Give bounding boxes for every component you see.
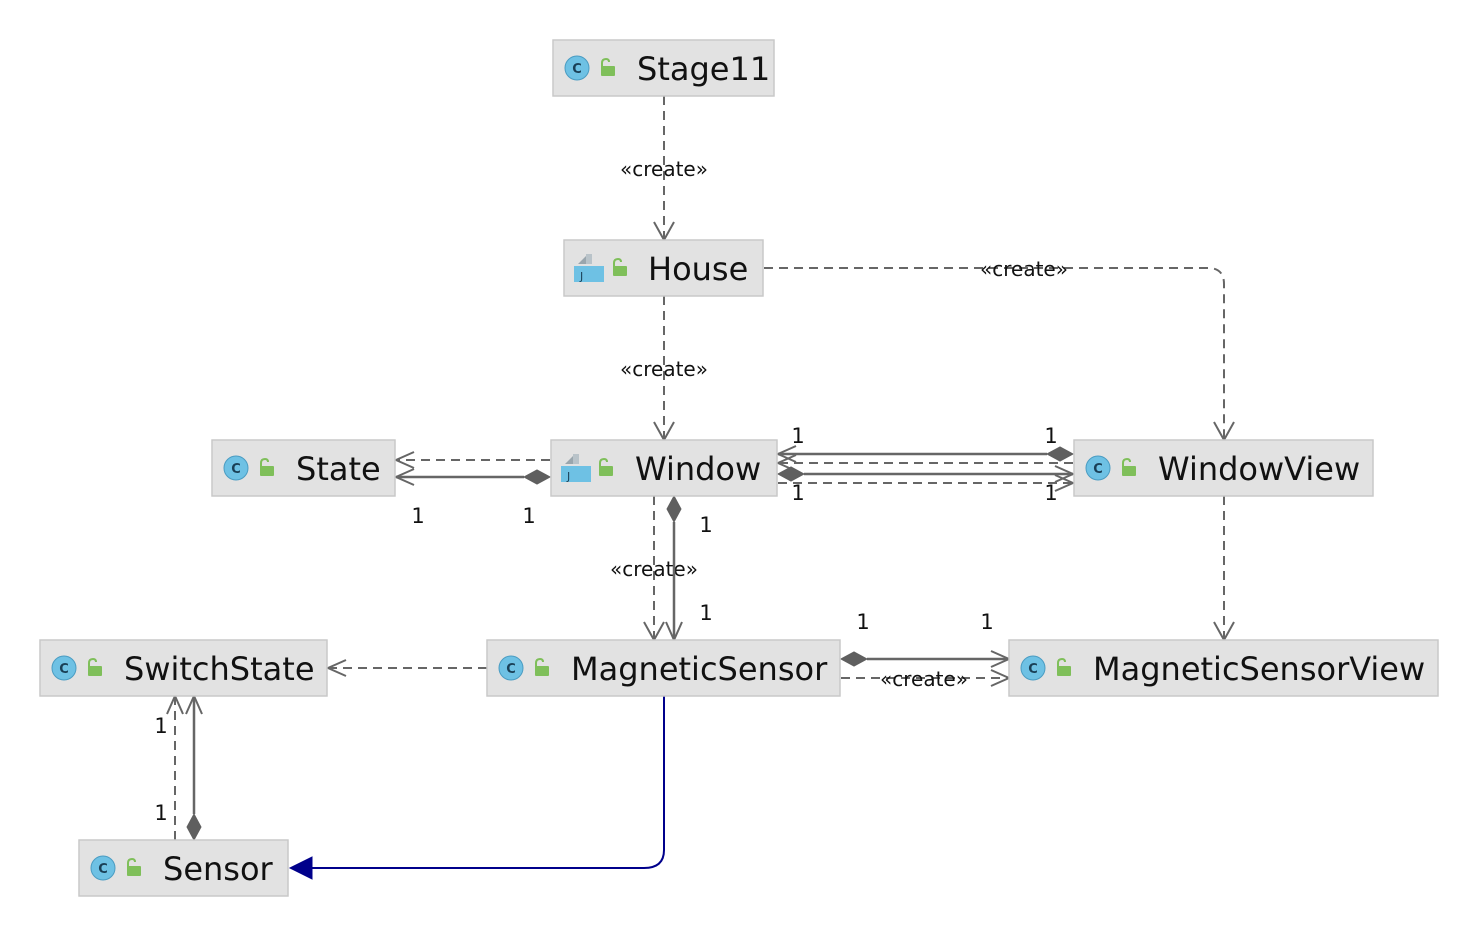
svg-text:C: C [59,662,69,677]
edge-magneticsensor-switchstate [325,659,487,677]
edge-label-house-window: «create» [620,357,708,381]
edge-windowview-magneticsensorview [1213,496,1235,643]
composition-diamond [1045,446,1075,462]
edge-magneticsensor-magneticsensorview-composition [839,650,1012,668]
edge-label-ms-msv: «create» [880,667,968,691]
class-icon: C [223,455,249,481]
node-label: State [296,450,381,488]
mult-sensor-side: 1 [154,801,167,825]
mult-window-ms-top: 1 [699,513,712,537]
edge-window-windowview-dependency [778,474,1076,492]
node-magneticsensorview[interactable]: C MagneticSensorView [1008,639,1439,697]
edge-windowview-window-dependency [775,454,1073,472]
edge-sensor-switchstate-composition [185,693,203,842]
lock-icon [613,257,627,276]
edge-house-windowview [764,267,1235,443]
edge-magneticsensor-sensor-generalization [288,696,665,880]
node-label: SwitchState [124,650,315,688]
lock-icon [127,857,141,876]
composition-diamond [186,812,202,842]
lock-icon [599,457,613,476]
java-file-icon: J [574,254,604,283]
svg-text:C: C [98,862,108,877]
class-icon: C [51,655,77,681]
edge-window-windowview-composition [776,465,1076,483]
composition-diamond [522,469,552,485]
svg-text:C: C [506,662,516,677]
lock-icon [601,57,615,76]
class-icon: C [1085,455,1111,481]
svg-text:J: J [579,270,583,283]
mult-window-top-right: 1 [1044,424,1057,448]
node-label: MagneticSensorView [1093,650,1425,688]
edge-window-magneticsensor-composition [665,494,683,643]
edge-label-stage11-house: «create» [620,157,708,181]
java-file-icon: J [561,454,591,483]
node-label: Sensor [163,850,274,888]
generalization-arrowhead [288,856,313,880]
class-icon: C [1020,655,1046,681]
class-icon: C [498,655,524,681]
node-state[interactable]: C State [211,439,396,497]
mult-window-ms-bottom: 1 [699,601,712,625]
node-magneticsensor[interactable]: C MagneticSensor [486,639,841,697]
mult-window-bottom-left: 1 [791,481,804,505]
svg-text:C: C [231,462,241,477]
edge-window-state-dependency [393,451,550,469]
mult-state-side: 1 [411,504,424,528]
node-switchstate[interactable]: C SwitchState [39,639,328,697]
composition-diamond [666,494,682,524]
mult-ms-msv-left: 1 [856,610,869,634]
node-label: Stage11 [637,50,770,88]
edge-sensor-switchstate-dependency [166,693,184,840]
node-sensor[interactable]: C Sensor [78,839,289,897]
node-label: House [648,250,748,288]
mult-switchstate-side: 1 [154,714,167,738]
mult-window-state-side: 1 [522,504,535,528]
lock-icon [1122,457,1136,476]
svg-text:J: J [566,470,570,483]
edge-label-house-windowview: «create» [980,257,1068,281]
svg-text:C: C [572,62,582,77]
edge-label-window-magneticsensor: «create» [610,557,698,581]
node-windowview[interactable]: C WindowView [1073,439,1374,497]
node-window[interactable]: J Window [550,439,778,497]
lock-icon [1057,657,1071,676]
svg-text:C: C [1028,662,1038,677]
composition-diamond [776,466,806,482]
node-label: Window [635,450,761,488]
class-icon: C [90,855,116,881]
edge-window-state-composition [393,468,552,486]
node-stage11[interactable]: C Stage11 [552,39,775,97]
class-icon: C [564,55,590,81]
node-house[interactable]: J House [563,239,764,297]
node-label: MagneticSensor [571,650,828,688]
svg-text:C: C [1093,462,1103,477]
mult-window-bottom-right: 1 [1044,481,1057,505]
mult-window-top-left: 1 [791,424,804,448]
lock-icon [260,457,274,476]
mult-ms-msv-right: 1 [980,610,993,634]
lock-icon [535,657,549,676]
composition-diamond [839,651,869,667]
edge-windowview-window-composition [775,445,1075,463]
node-label: WindowView [1158,450,1360,488]
lock-icon [88,657,102,676]
